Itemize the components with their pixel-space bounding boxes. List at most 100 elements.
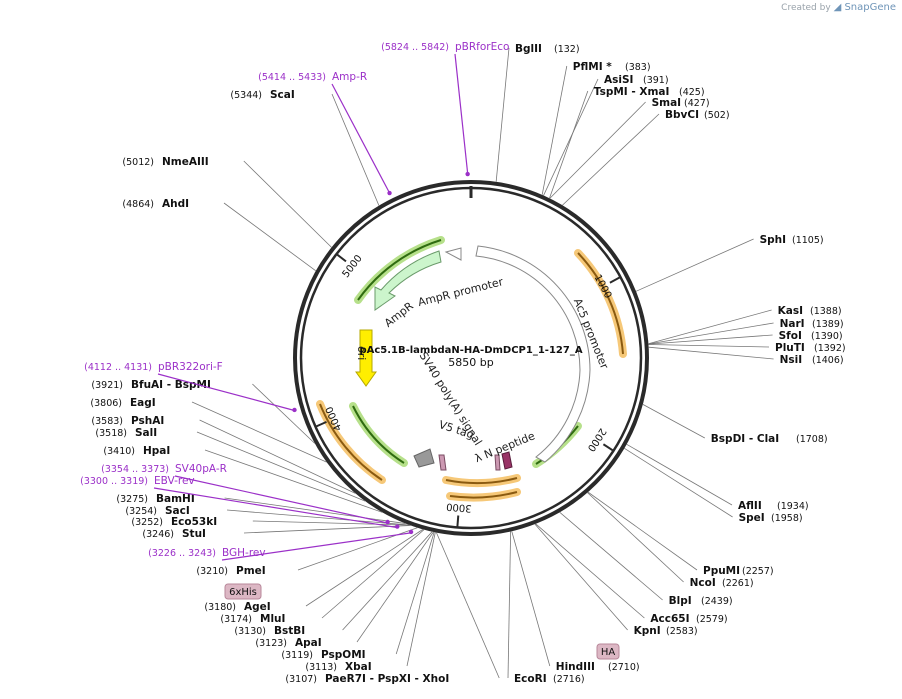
feature-label-ampr-promoter: AmpR promoter	[417, 275, 505, 309]
site-label-ncoi: NcoI (2261)	[690, 577, 754, 589]
enzyme-name: PshAI	[131, 415, 164, 427]
enzyme-position: (3180)	[204, 602, 236, 613]
enzyme-position: (3107)	[285, 674, 317, 685]
site-leader-tspmi-xmai	[549, 90, 589, 199]
enzyme-name: NcoI	[690, 577, 716, 589]
primer-leader-pbr322ori-f	[157, 373, 294, 411]
tick-4000	[315, 420, 327, 428]
site-label-scai: (5344)ScaI	[230, 89, 294, 101]
enzyme-position: (3921)	[91, 380, 123, 391]
site-leader-ncoi	[587, 492, 684, 583]
snapgene-logo: ◢ SnapGene	[833, 2, 896, 13]
enzyme-name: ScaI	[270, 89, 295, 101]
enzyme-position: (2261)	[722, 578, 754, 589]
enzyme-position: (1388)	[810, 306, 842, 317]
primer-range: (3226 .. 3243)	[148, 548, 216, 559]
site-leader-hindiii	[511, 531, 551, 667]
primer-name: SV40pA-R	[175, 463, 227, 475]
primer-name: BGH-rev	[222, 547, 266, 559]
orf-arc-6	[349, 402, 408, 467]
feature-arrows	[355, 245, 591, 471]
site-leader-scai	[331, 93, 380, 206]
enzyme-position: (1708)	[796, 434, 828, 445]
backbone-outer	[293, 180, 649, 536]
enzyme-position: (5012)	[122, 157, 154, 168]
tag-ha-box	[596, 643, 620, 660]
tick-label-1000: 1000	[592, 273, 614, 301]
ampr-promoter-arrow	[444, 247, 462, 261]
site-label-aflii: AflII(1934)	[738, 500, 809, 512]
tick-1000	[609, 276, 621, 284]
site-label-pshai: (3583)PshAI	[91, 415, 164, 427]
site-leader-hpai	[204, 449, 383, 513]
enzyme-position: (3123)	[255, 638, 287, 649]
enzyme-position: (3518)	[95, 428, 127, 439]
orf-arc-7-line	[357, 239, 442, 301]
enzyme-position: (2439)	[701, 596, 733, 607]
enzyme-name: PflMI *	[573, 61, 612, 73]
enzyme-name: SalI	[135, 427, 157, 439]
primer-label-amp-r: (5414 .. 5433)Amp-R	[258, 71, 367, 83]
enzyme-position: (2716)	[553, 674, 585, 685]
site-label-bamhi: (3275)BamHI	[116, 493, 194, 505]
site-label-pluti: PluTI(1392)	[775, 342, 846, 354]
site-label-stui: (3246)StuI	[142, 528, 206, 540]
primer-label-pbrforeco: (5824 .. 5842)pBRforEco	[381, 41, 509, 53]
v5-tag-arrow	[438, 454, 447, 471]
tick-label-5000: 5000	[341, 253, 365, 280]
primer-label-sv40pa-r: (3354 .. 3373)SV40pA-R	[101, 463, 227, 475]
site-label-sali: (3518) SalI	[95, 427, 157, 439]
enzyme-name: ApaI	[295, 637, 322, 649]
primer-mark-bgh-rev	[408, 529, 414, 535]
enzyme-name: SacI	[165, 505, 190, 517]
enzyme-name: PluTI	[775, 342, 805, 354]
site-leader-bamhi	[224, 497, 406, 524]
site-label-spei: SpeI(1958)	[739, 512, 803, 524]
enzyme-name: PaeR7I - PspXI - XhoI	[325, 673, 449, 685]
enzyme-position: (2583)	[666, 626, 698, 637]
orf-arc-4-line	[449, 491, 518, 499]
site-label-bfuai-bspmi: (3921)BfuAI - BspMI	[91, 379, 210, 391]
site-leader-spei	[624, 447, 733, 518]
enzyme-name: AflII	[738, 500, 762, 512]
plasmid-name: pAc5.1B-lambdaN-HA-DmDCP1_1-127_A	[359, 345, 582, 356]
enzyme-name: PmeI	[236, 565, 266, 577]
site-label-agei: (3180)AgeI	[204, 601, 270, 613]
site-leader-pluti	[648, 344, 770, 348]
site-leader-eco53ki	[252, 520, 410, 526]
feature-label-ampr: AmpR	[382, 299, 416, 330]
enzyme-name: KasI	[778, 305, 803, 317]
site-leader-acc65i	[535, 523, 645, 619]
lambda-n-arrow	[501, 451, 513, 470]
enzyme-name: SphI	[760, 234, 786, 246]
tag-6xhis-label: 6xHis	[229, 587, 257, 598]
site-leader-kasi	[648, 309, 772, 345]
site-leader-sali	[196, 431, 366, 502]
enzyme-name: BbvCI	[665, 109, 699, 121]
primer-mark-pbr322ori-f	[292, 407, 297, 413]
primer-leader-amp-r	[331, 83, 390, 193]
enzyme-position: (3130)	[234, 626, 266, 637]
snapgene-watermark: Created by ◢ SnapGene	[781, 2, 896, 13]
primer-leader-ebv-rev	[153, 487, 397, 529]
site-label-hindiii: HindIII(2710)	[556, 661, 640, 673]
site-label-tspmi-xmai: TspMI - XmaI(425)	[594, 86, 705, 98]
site-label-eagi: (3806)EagI	[90, 397, 155, 409]
enzyme-name: BlpI	[669, 595, 692, 607]
site-leader-blpi	[559, 511, 663, 601]
enzyme-name: BstBI	[274, 625, 305, 637]
feature-label-ori: ori	[355, 346, 368, 360]
enzyme-name: PpuMI	[703, 565, 740, 577]
enzyme-name: NarI	[780, 318, 805, 330]
enzyme-name: EagI	[130, 397, 156, 409]
site-label-eco53ki: (3252)Eco53kI	[131, 516, 217, 528]
enzyme-name: TspMI - XmaI	[594, 86, 670, 98]
site-label-kasi: KasI (1388)	[778, 305, 842, 317]
site-leader-stui	[243, 525, 411, 534]
site-leader-pspomi	[395, 532, 435, 655]
site-leader-agei	[305, 529, 424, 607]
enzyme-name: KpnI	[634, 625, 661, 637]
ac5-promoter-arrow	[475, 245, 591, 463]
enzyme-position: (3275)	[116, 494, 148, 505]
